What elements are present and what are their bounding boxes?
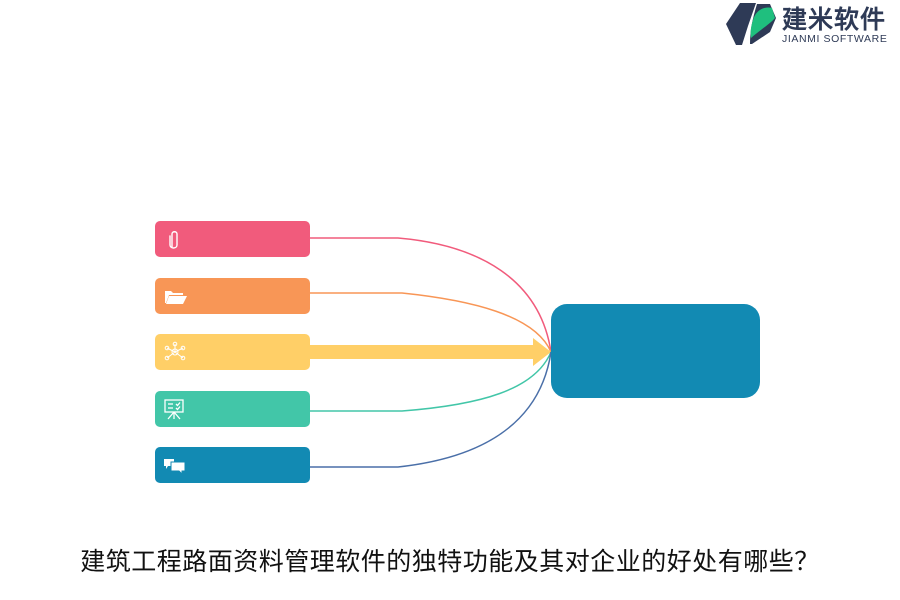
jianmi-logo-icon [726, 3, 776, 45]
node-5 [155, 447, 310, 483]
network-hub-icon [164, 341, 186, 361]
folder-open-icon [165, 291, 187, 304]
arrow-head [533, 338, 551, 366]
connector-5 [310, 351, 552, 468]
connector-1 [310, 237, 552, 353]
node-1 [155, 221, 310, 257]
central-topic-box [551, 304, 760, 398]
chat-bubbles-icon [164, 459, 186, 476]
brand-name-cn: 建米软件 [782, 5, 887, 34]
connector-2 [310, 292, 552, 353]
presentation-board-icon [164, 399, 184, 420]
brand-logo: 建米软件 JIANMI SOFTWARE [726, 2, 898, 46]
page-caption: 建筑工程路面资料管理软件的独特功能及其对企业的好处有哪些？ [80, 547, 820, 576]
brand-name-en: JIANMI SOFTWARE [782, 33, 888, 45]
node-3 [155, 334, 310, 370]
paperclip-icon [169, 231, 178, 249]
node-4 [155, 391, 310, 427]
arrow-shaft [310, 345, 534, 359]
node-2 [155, 278, 310, 314]
connector-4 [310, 351, 552, 412]
